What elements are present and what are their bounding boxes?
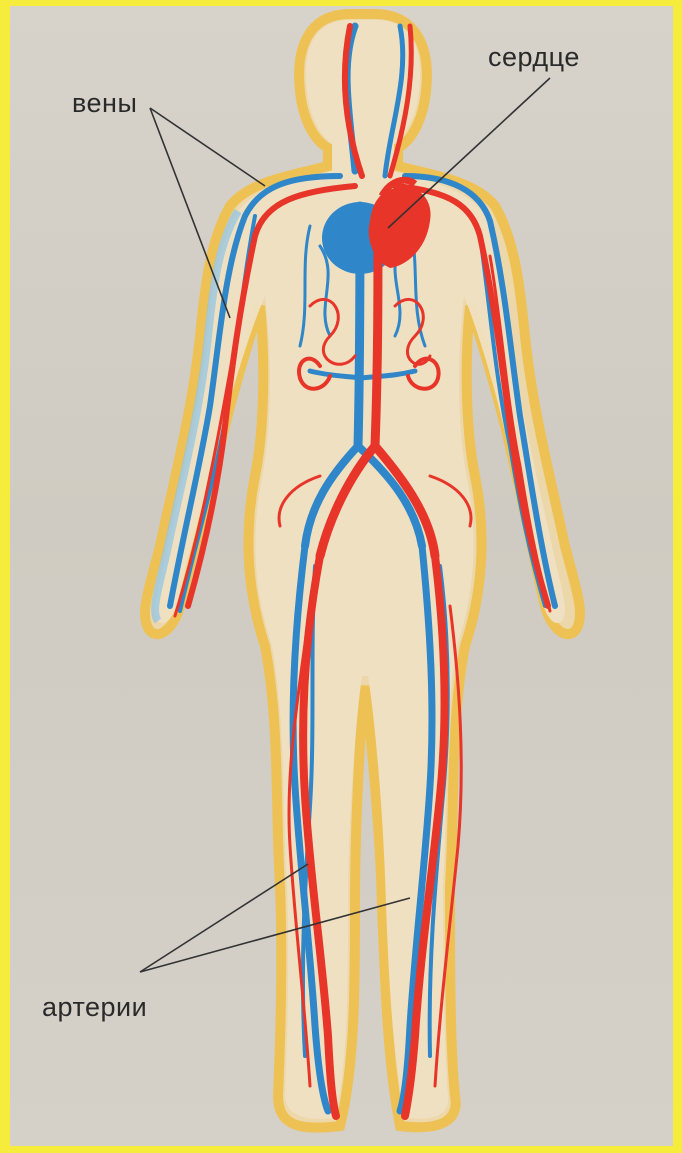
label-arteries: артерии bbox=[42, 992, 147, 1023]
body-fill-skin bbox=[155, 20, 565, 1119]
leader-veins-1 bbox=[150, 108, 265, 186]
leader-veins-2 bbox=[150, 108, 230, 318]
body-silhouette bbox=[145, 14, 580, 1128]
figure-frame: вены сердце артерии bbox=[10, 6, 673, 1146]
leader-arteries-2 bbox=[140, 898, 410, 972]
label-veins: вены bbox=[72, 88, 137, 119]
label-heart: сердце bbox=[488, 42, 580, 73]
circulatory-system-diagram bbox=[10, 6, 673, 1146]
